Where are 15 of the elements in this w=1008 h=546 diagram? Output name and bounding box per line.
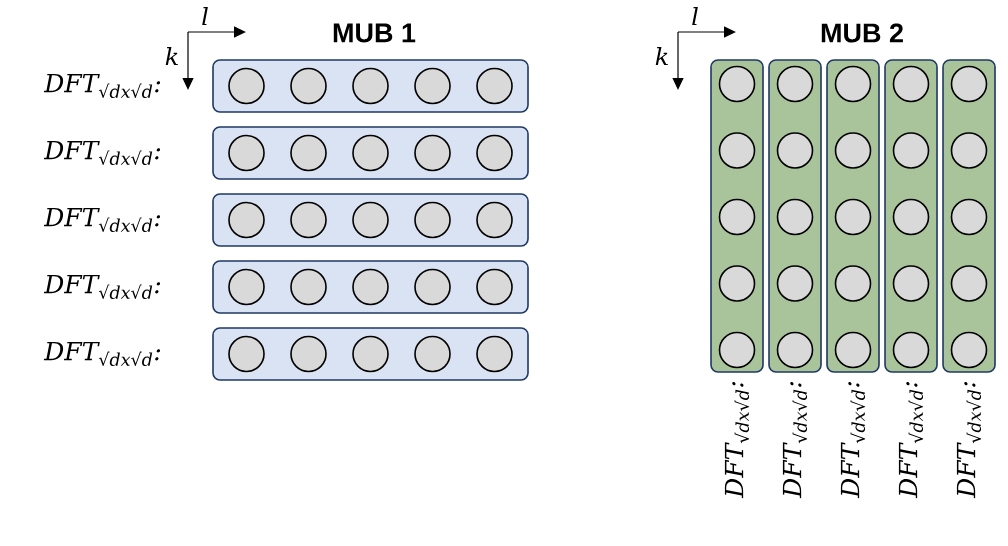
bar-label: DFT$_{√dx√d}$: [724,382,750,499]
bar-label: DFT$_{√dx√d}$: [782,382,808,499]
axis-label: l [692,6,698,26]
bar-label: DFT$_{√dx√d}$: [43,73,160,99]
bar-label: DFT$_{√dx√d}$: [43,207,160,233]
bar-label: DFT$_{√dx√d}$: [43,140,160,166]
bar-label: DFT$_{√dx√d}$: [898,382,924,499]
axis-label: l [202,6,208,26]
bar-label: DFT$_{√dx√d}$: [956,382,982,499]
bar-label: DFT$_{√dx√d}$: [43,341,160,367]
panel-title: MUB 2 [821,23,903,43]
axis-label: k [655,46,668,66]
axis-label: k [165,46,178,66]
bar-label: DFT$_{√dx√d}$: [840,382,866,499]
bar-label: DFT$_{√dx√d}$: [43,274,160,300]
